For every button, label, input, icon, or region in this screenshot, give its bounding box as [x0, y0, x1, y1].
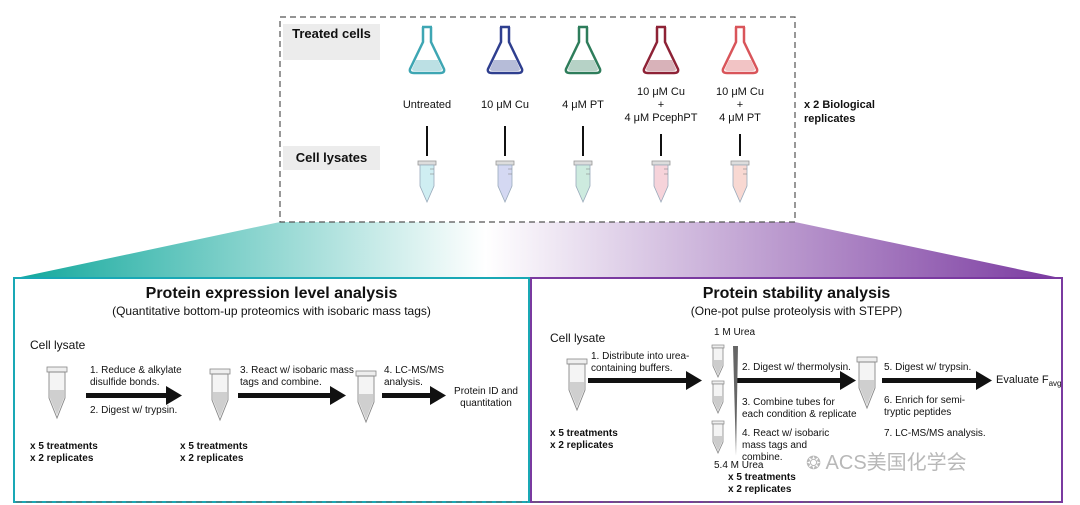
evaluate-subscript: avg — [1048, 379, 1062, 389]
arrow-r3-shaft — [882, 378, 976, 383]
urea-bottom-label: 5.4 M Urea — [714, 460, 764, 471]
urea-gradient-wedge — [733, 346, 738, 456]
right-replicates-count: x 2 replicates — [550, 440, 614, 451]
arrow-2-shaft — [238, 393, 330, 398]
sample-tube-icon — [45, 366, 69, 425]
wechat-icon: ❂ — [806, 453, 822, 473]
urea-tube-icon — [711, 420, 725, 459]
right-step-7: 7. LC-MS/MS analysis. — [884, 428, 986, 439]
arrow-r2-head — [840, 371, 856, 390]
down-arrow-icon — [660, 134, 662, 156]
right-panel-title: Protein stability analysis — [702, 285, 891, 302]
urea-tube-icon — [711, 344, 725, 383]
arrow-1-head — [166, 386, 182, 405]
right-step-3: 3. Combine tubes for each condition & re… — [742, 397, 857, 420]
flask-icon — [561, 24, 605, 81]
sample-tube-icon — [208, 368, 232, 427]
flask-icon — [718, 24, 762, 81]
lysate-tube-icon — [729, 160, 751, 209]
left-treatments-count: x 5 treatments — [30, 441, 98, 452]
condition-label: 10 μM Cu — [481, 99, 529, 111]
arrow-3-shaft — [382, 393, 430, 398]
lysate-tube-icon — [572, 160, 594, 209]
left-treatments-count-b: x 5 treatments — [180, 441, 248, 452]
left-step-3: 3. React w/ isobaric mass tags and combi… — [240, 365, 354, 388]
left-result: Protein ID and quantitation — [454, 386, 518, 409]
sample-tube-icon — [855, 356, 879, 415]
treated-cells-label: Treated cells — [283, 24, 380, 60]
left-panel-frame — [13, 277, 530, 503]
lysate-tube-icon — [416, 160, 438, 209]
arrow-3-head — [430, 386, 446, 405]
right-step-2: 2. Digest w/ thermolysin. — [742, 362, 851, 373]
arrow-r2-shaft — [736, 378, 840, 383]
down-arrow-icon — [504, 126, 506, 156]
arrow-r1-shaft — [588, 378, 686, 383]
urea-tube-icon — [711, 380, 725, 419]
evaluate-label: Evaluate Favg — [996, 374, 1062, 388]
down-arrow-icon — [582, 126, 584, 156]
arrow-1-shaft — [86, 393, 166, 398]
right-treatments-count-b: x 5 treatments — [728, 472, 796, 483]
condition-label: Untreated — [402, 99, 452, 111]
watermark-text: ACS美国化学会 — [825, 452, 967, 474]
right-replicates-count-b: x 2 replicates — [728, 484, 792, 495]
left-panel-title: Protein expression level analysis — [145, 285, 398, 302]
left-step-4: 4. LC-MS/MS analysis. — [384, 365, 445, 388]
condition-label: 10 μM Cu+4 μM PT — [716, 86, 764, 124]
flask-icon — [483, 24, 527, 81]
left-step-1: 1. Reduce & alkylate disulfide bonds. — [90, 365, 182, 388]
right-step-1: 1. Distribute into urea-containing buffe… — [591, 351, 690, 374]
evaluate-text: Evaluate F — [996, 374, 1049, 386]
right-panel-subtitle: (One-pot pulse proteolysis with STEPP) — [690, 304, 903, 318]
cell-lysates-label: Cell lysates — [283, 146, 380, 170]
down-arrow-icon — [739, 134, 741, 156]
left-replicates-count-b: x 2 replicates — [180, 453, 244, 464]
left-panel-subtitle: (Quantitative bottom-up proteomics with … — [112, 304, 431, 318]
right-step-6: 6. Enrich for semi-tryptic peptides — [884, 395, 966, 418]
arrow-r3-head — [976, 371, 992, 390]
left-cell-lysate-label: Cell lysate — [30, 338, 86, 352]
flask-icon — [639, 24, 683, 81]
right-treatments-count: x 5 treatments — [550, 428, 618, 439]
right-step-5: 5. Digest w/ trypsin. — [884, 362, 972, 373]
lysate-tube-icon — [650, 160, 672, 209]
sample-tube-icon — [354, 370, 378, 429]
right-cell-lysate-label: Cell lysate — [550, 331, 606, 345]
watermark: ❂ ACS美国化学会 — [806, 446, 967, 475]
down-arrow-icon — [426, 126, 428, 156]
condition-label: 10 μM Cu+4 μM PcephPT — [624, 86, 698, 124]
biological-replicates-label: x 2 Biological replicates — [804, 99, 875, 125]
arrow-r1-head — [686, 371, 702, 390]
right-step-4: 4. React w/ isobaric mass tags and combi… — [742, 428, 830, 463]
condition-label: 4 μM PT — [562, 99, 604, 111]
left-step-2: 2. Digest w/ trypsin. — [90, 405, 178, 416]
left-replicates-count: x 2 replicates — [30, 453, 94, 464]
flask-icon — [405, 24, 449, 81]
arrow-2-head — [330, 386, 346, 405]
right-panel-frame — [530, 277, 1063, 503]
sample-tube-icon — [565, 358, 589, 417]
lysate-tube-icon — [494, 160, 516, 209]
expansion-fan — [16, 222, 1060, 278]
urea-top-label: 1 M Urea — [714, 327, 756, 338]
